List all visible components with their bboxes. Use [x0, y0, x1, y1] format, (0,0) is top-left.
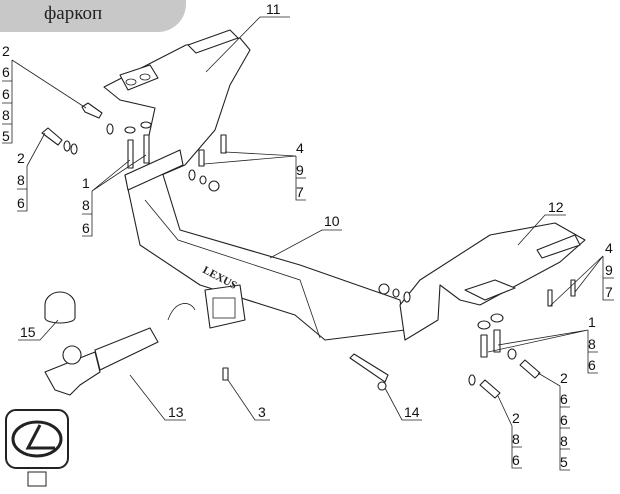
- svg-text:7: 7: [605, 284, 613, 300]
- svg-text:6: 6: [2, 64, 10, 80]
- callout-stack-right-small-bolt: 4 9 7: [549, 240, 614, 307]
- lexus-logo: [5, 409, 69, 487]
- svg-text:5: 5: [2, 128, 10, 144]
- callout-3: 3: [227, 379, 270, 421]
- callout-12: 12: [517, 199, 566, 246]
- ball-mount-part-13: [44, 327, 159, 396]
- svg-text:6: 6: [17, 195, 25, 211]
- svg-text:12: 12: [548, 199, 564, 215]
- fasteners: [41, 102, 576, 399]
- title-tab: [0, 0, 186, 32]
- svg-text:14: 14: [404, 404, 420, 420]
- callout-11: 11: [205, 1, 290, 73]
- svg-text:6: 6: [560, 412, 568, 428]
- svg-text:10: 10: [324, 213, 340, 229]
- svg-text:4: 4: [605, 240, 613, 256]
- svg-text:2: 2: [17, 150, 25, 166]
- svg-text:15: 15: [20, 324, 36, 340]
- crossbeam-part-10: LEXUS: [124, 149, 406, 341]
- svg-text:6: 6: [512, 452, 520, 468]
- svg-text:11: 11: [266, 1, 281, 17]
- svg-text:1: 1: [588, 314, 596, 330]
- callout-stack-right-pin: 1 8 6: [487, 314, 598, 374]
- left-bracket-part-11: [103, 29, 251, 181]
- svg-text:8: 8: [17, 172, 25, 188]
- svg-text:8: 8: [588, 336, 596, 352]
- hitch-pin-part-14: [349, 353, 389, 391]
- callout-stack-right-bolt-a: 2 6 6 8 5: [537, 370, 570, 471]
- diagram-title: фаркоп: [44, 3, 103, 24]
- svg-text:8: 8: [560, 433, 568, 449]
- right-bracket-part-12: [399, 222, 586, 341]
- svg-text:3: 3: [258, 404, 266, 420]
- ball-cap-part-15: [44, 291, 76, 324]
- callout-stack-right-bolt-b: 2 8 6: [497, 395, 522, 469]
- svg-text:2: 2: [2, 43, 10, 59]
- svg-text:5: 5: [560, 454, 568, 470]
- svg-text:9: 9: [605, 262, 613, 278]
- svg-text:1: 1: [82, 175, 90, 191]
- svg-text:6: 6: [588, 357, 596, 373]
- callout-14: 14: [384, 387, 422, 421]
- callout-stack-left-bolt-b: 2 8 6: [17, 132, 46, 212]
- svg-text:9: 9: [296, 162, 304, 178]
- callout-stack-left-small-bolt: 4 9 7: [203, 140, 306, 201]
- callout-15: 15: [18, 319, 59, 341]
- svg-text:6: 6: [2, 86, 10, 102]
- callout-13: 13: [129, 374, 186, 421]
- svg-text:6: 6: [82, 220, 90, 236]
- svg-text:2: 2: [560, 370, 568, 386]
- svg-text:7: 7: [296, 184, 304, 200]
- svg-text:8: 8: [2, 107, 10, 123]
- callout-stack-left-pin: 1 8 6: [82, 154, 147, 237]
- svg-text:4: 4: [296, 140, 304, 156]
- svg-text:6: 6: [560, 391, 568, 407]
- callout-stack-left-bolt-a: 2 6 6 8 5: [2, 43, 87, 144]
- svg-text:8: 8: [512, 431, 520, 447]
- svg-text:8: 8: [82, 197, 90, 213]
- callout-10: 10: [269, 213, 342, 259]
- retaining-clip: [167, 303, 196, 321]
- svg-text:13: 13: [168, 404, 184, 420]
- svg-text:2: 2: [512, 410, 520, 426]
